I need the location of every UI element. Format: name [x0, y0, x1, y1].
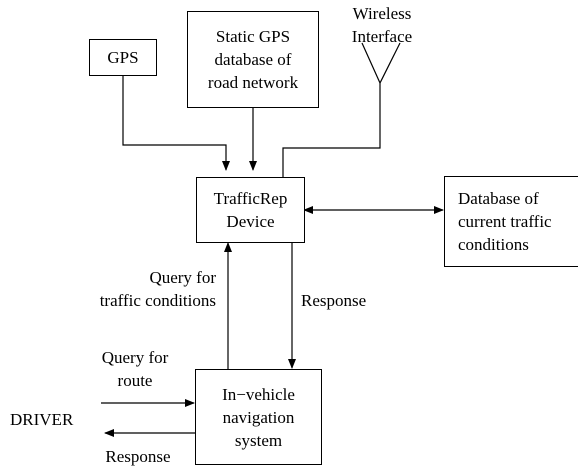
wireless-label-2: Interface: [351, 27, 413, 46]
trafficrep-line-1: TrafficRep: [213, 189, 288, 208]
antenna-to-device-line: [282, 83, 381, 177]
trafficrep-line-2: Device: [226, 212, 275, 231]
response-label-right: Response: [301, 291, 367, 310]
gps-to-device-arrow: [122, 75, 230, 171]
driver-label: DRIVER: [10, 410, 74, 429]
nav-line-2: navigation: [222, 407, 295, 427]
traffic-db-line-2: current traffic: [458, 212, 552, 231]
traffic-conditions-db-box: Database of current traffic conditions: [444, 176, 578, 267]
nav-line-1: In−vehicle: [222, 384, 295, 404]
response-label-bottom: Response: [105, 447, 171, 466]
static-db-line-2: database of: [214, 50, 292, 69]
static-db-line-1: Static GPS: [215, 27, 291, 46]
gps-box: GPS: [89, 39, 157, 76]
traffic-db-line-1: Database of: [458, 189, 539, 208]
antenna-right-leg: [379, 42, 401, 84]
wireless-label-1: Wireless: [352, 4, 412, 23]
query-route-label-2: route: [117, 371, 153, 390]
static-gps-db-box: Static GPS database of road network: [187, 11, 319, 108]
query-conditions-label-1: Query for: [149, 268, 216, 287]
nav-line-3: system: [234, 430, 283, 450]
antenna-left-leg: [361, 42, 381, 84]
query-conditions-label-2: traffic conditions: [99, 291, 216, 310]
trafficrep-device-box: TrafficRep Device: [196, 177, 305, 243]
gps-box-label: GPS: [107, 48, 139, 67]
static-db-line-3: road network: [207, 73, 299, 92]
in-vehicle-nav-box: In−vehicle navigation system: [195, 369, 322, 465]
query-route-label-1: Query for: [101, 348, 169, 367]
traffic-db-line-3: conditions: [458, 235, 529, 254]
